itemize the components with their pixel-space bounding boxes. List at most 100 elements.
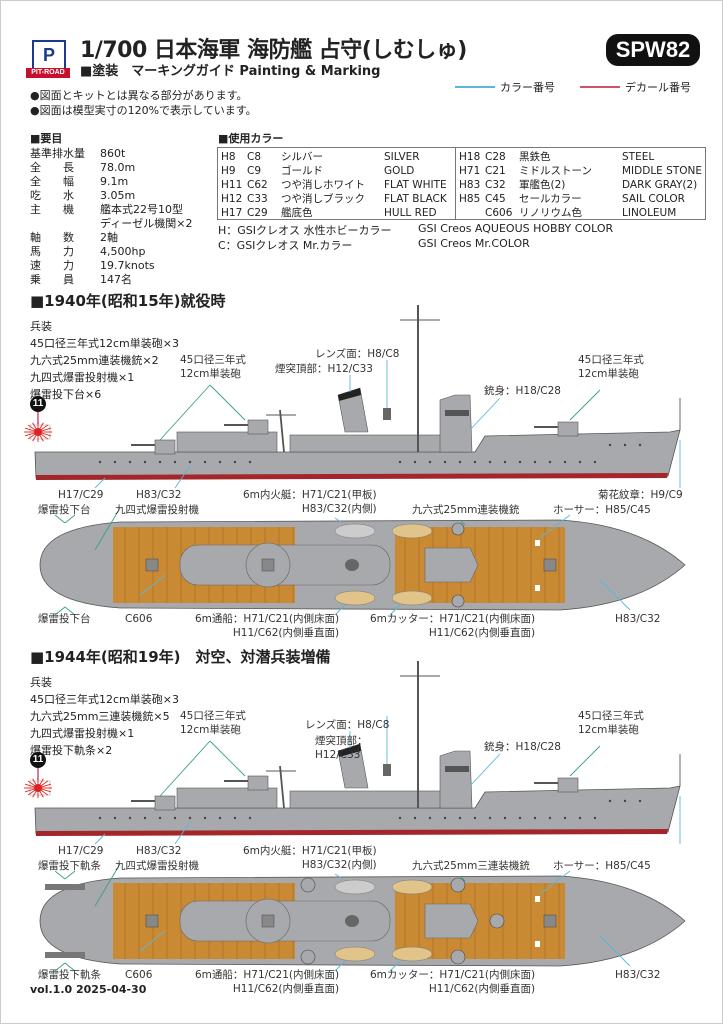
callout-aa-gun: 九六式25mm三連装機銃: [412, 860, 530, 872]
callout-leader-line: [64, 606, 76, 616]
porthole: [488, 816, 492, 820]
porthole: [443, 460, 447, 464]
porthole: [428, 460, 432, 464]
callout-aa-gun: 九六式25mm連装機銃: [412, 504, 520, 516]
color-cell: SAIL COLOR: [622, 193, 685, 205]
armament-heading: 兵装: [30, 320, 52, 333]
spec-row: 主 機艦本式22号10型: [30, 201, 183, 217]
naval-ensign-ray: [37, 778, 44, 789]
porthole: [428, 816, 432, 820]
callout-leader-line: [94, 507, 121, 551]
mr-color-note: C：GSIクレオス Mr.カラー: [218, 239, 353, 252]
spec-label: 軸 数: [30, 231, 74, 244]
fore-mast: [279, 765, 285, 809]
porthole: [518, 816, 522, 820]
porthole: [173, 460, 177, 464]
callout-linoleum: C606: [125, 613, 153, 625]
porthole: [218, 460, 222, 464]
color-cell: MIDDLE STONE: [622, 165, 702, 177]
mr-color-note-en: GSI Creos Mr.COLOR: [418, 237, 530, 250]
spec-value: 147名: [100, 273, 132, 286]
porthole: [188, 816, 192, 820]
callout-leader-line: [599, 579, 631, 611]
boat-icon: [391, 523, 433, 539]
porthole: [578, 460, 582, 464]
funnel-cap: [338, 388, 361, 401]
color-cell: LINOLEUM: [622, 207, 677, 219]
callout-leader-line: [174, 821, 191, 845]
callout-leader-line: [209, 384, 246, 421]
color-cell: H11: [221, 179, 243, 191]
porthole: [548, 460, 552, 464]
spec-row: ディーゼル機関×2: [30, 215, 192, 231]
armament-item: 九六式25mm三連装機銃×5: [30, 710, 170, 723]
naval-ensign-ray: [37, 424, 49, 433]
hull-red-waterline: [36, 829, 668, 836]
callout-gun-fwd: 45口径三年式 12cm単装砲: [578, 710, 644, 736]
searchlight: [383, 408, 391, 420]
gun-turret-icon: [154, 439, 176, 455]
callout-boat: 6m通船：H71/C21(内側床面) H11/C62(内側垂直面): [195, 969, 340, 995]
naval-ensign-ray: [37, 427, 52, 433]
callout-leader-line: [389, 604, 401, 616]
naval-ensign-ray: [27, 780, 39, 789]
naval-ensign-ray: [37, 431, 44, 442]
colors-heading: ■使用カラー: [218, 132, 284, 145]
porthole: [623, 443, 627, 447]
porthole: [248, 460, 252, 464]
callout-dc-rack-bottom: 爆雷投下軌条: [38, 969, 101, 981]
table-divider: [455, 148, 456, 219]
gun-turret-icon: [247, 775, 269, 791]
porthole: [473, 460, 477, 464]
callout-hull-gray: H83/C32: [136, 489, 182, 501]
spec-label: 吃 水: [30, 189, 74, 202]
boat-icon: [334, 523, 376, 539]
color-cell: C606: [485, 207, 513, 219]
porthole: [398, 460, 402, 464]
callout-dc-rack-top: 爆雷投下台: [38, 504, 91, 516]
color-cell: GOLD: [384, 165, 415, 177]
spec-value: 78.0m: [100, 161, 136, 174]
callout-lens: レンズ面：H8/C8: [315, 348, 400, 360]
porthole: [518, 460, 522, 464]
drawing-group: [24, 305, 686, 616]
callout-leader-line: [334, 873, 344, 880]
bridge: [439, 394, 473, 453]
twin-aa-gun-icon: [451, 594, 465, 608]
hobby-color-note: H：GSIクレオス 水性ホビーカラー: [218, 224, 392, 237]
callout-leader-line: [469, 753, 501, 787]
callout-deck-gray: H83/C32: [615, 969, 661, 981]
callout-leader-line: [54, 606, 66, 616]
color-cell: H18: [459, 151, 481, 163]
callout-leader-line: [209, 740, 246, 777]
funnel-top: [345, 915, 359, 927]
callout-dc-rack-bottom: 爆雷投下台: [38, 613, 91, 625]
callout-boat: 6m通船：H71/C21(内側床面) H11/C62(内側垂直面): [195, 613, 340, 639]
armament-item: 九六式25mm連装機銃×2: [30, 354, 159, 367]
porthole: [548, 816, 552, 820]
callout-leader-line: [569, 745, 601, 777]
callout-leader-line: [469, 397, 501, 431]
callout-leader-line: [389, 960, 401, 972]
color-cell: つや消しホワイト: [281, 179, 365, 191]
spec-label: 全 幅: [30, 175, 74, 188]
boat-icon: [334, 879, 376, 895]
porthole: [608, 799, 612, 803]
color-number-legend-label: カラー番号: [500, 81, 555, 94]
triple-aa-gun-icon: [450, 949, 466, 965]
section-heading: ■1940年(昭和15年)就役時: [30, 292, 226, 310]
callout-leader-line: [94, 477, 106, 489]
porthole: [203, 460, 207, 464]
spec-label: 馬 力: [30, 245, 74, 258]
color-cell: ゴールド: [281, 165, 323, 177]
callout-launch: 6m内火艇：H71/C21(甲板) H83/C32(内側): [243, 845, 377, 871]
callout-leader-line: [94, 863, 121, 907]
porthole: [113, 816, 117, 820]
color-cell: C32: [485, 179, 506, 191]
pit-road-logo: P PIT-ROAD: [26, 40, 70, 78]
color-cell: H8: [221, 151, 236, 163]
naval-ensign-ray: [27, 431, 39, 440]
